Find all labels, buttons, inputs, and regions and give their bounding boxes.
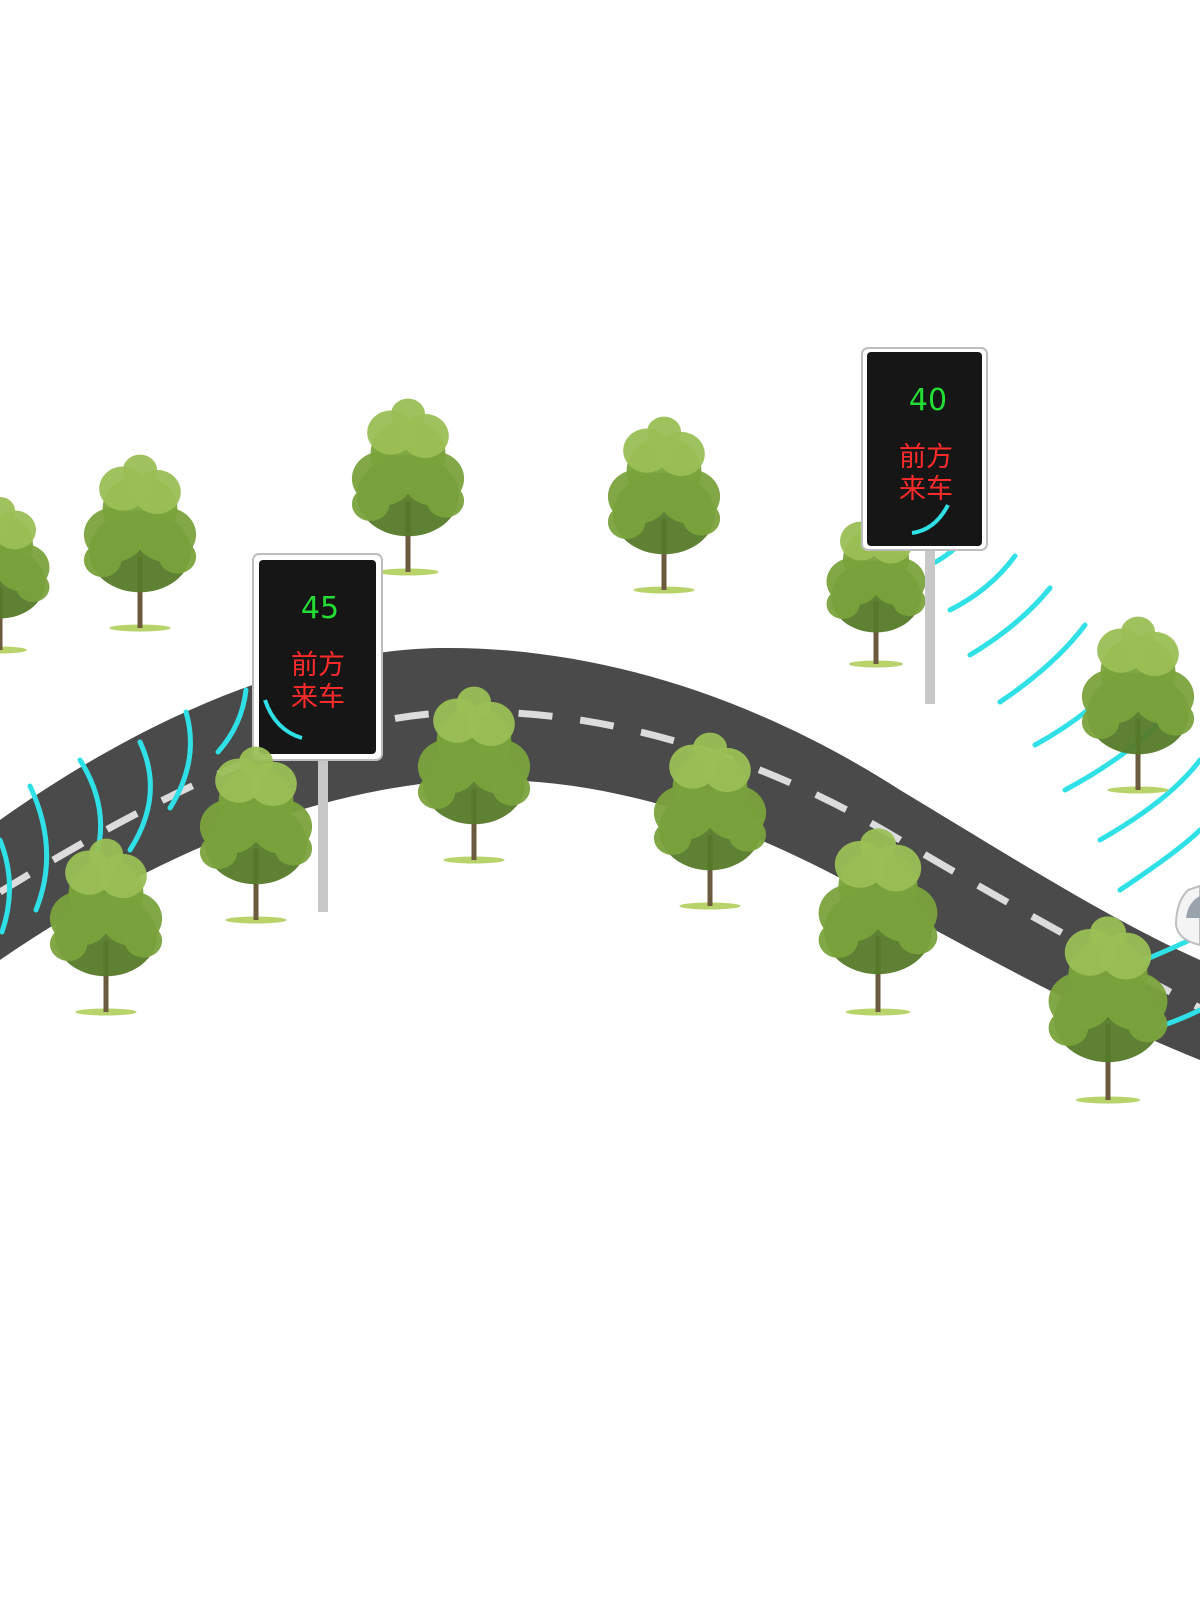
tree-icon (49, 838, 163, 1016)
sign-left-warning-line2: 来车 (291, 682, 345, 713)
car-icon (1174, 884, 1200, 947)
tree-foliage (826, 589, 860, 619)
radar-wave-icon (1097, 757, 1200, 843)
tree-foliage (83, 543, 122, 577)
radar-wave-icon (167, 709, 193, 811)
tree-foliage (274, 831, 313, 866)
car-window (1186, 896, 1200, 918)
tree-foliage (124, 923, 163, 958)
tree-foliage (199, 835, 238, 869)
radar-wave-icon (997, 622, 1088, 705)
sign-right: 40 前方 来车 (861, 347, 988, 551)
tree-foliage (123, 454, 157, 486)
tree-icon (351, 398, 465, 576)
trees-front-row (49, 616, 1195, 1104)
tree-foliage (728, 817, 767, 852)
tree-foliage (693, 732, 727, 764)
lane-marking (0, 708, 1200, 1012)
tree-foliage (417, 775, 456, 809)
radar-wave-icon (911, 504, 950, 535)
tree-foliage (239, 746, 273, 778)
tree-trunk (0, 587, 3, 650)
tree-foliage (426, 483, 465, 518)
tree-icon (826, 511, 926, 668)
tree-icon (1048, 916, 1168, 1104)
tree-foliage (1090, 916, 1126, 949)
sign-right-warning-line2: 来车 (899, 474, 953, 505)
radar-wave-icon (967, 585, 1053, 658)
tree-foliage (1121, 616, 1155, 648)
tree-icon (83, 454, 197, 632)
tree-foliage (351, 487, 390, 521)
radar-waves-left (0, 687, 249, 935)
tree-icon (417, 686, 531, 864)
radar-wave-icon (127, 739, 153, 853)
radar-wave-icon (0, 837, 12, 935)
tree-foliage (1127, 1006, 1168, 1043)
tree-foliage (897, 918, 938, 955)
radar-wave-icon (263, 699, 303, 740)
radar-wave-icon (1117, 827, 1200, 893)
sign-right-warning-line1: 前方 (899, 442, 953, 473)
tree-foliage (16, 572, 50, 602)
tree-foliage (0, 497, 15, 524)
tree-foliage (49, 927, 88, 961)
sign-left-warning-line1: 前方 (291, 650, 345, 681)
radar-wave-icon (215, 687, 249, 755)
sign-poles (318, 548, 935, 912)
sign-right-speed: 40 (909, 383, 947, 418)
tree-foliage (391, 398, 425, 430)
tree-foliage (647, 416, 681, 448)
sign-pole-right (925, 548, 935, 704)
tree-foliage (682, 501, 721, 536)
tree-foliage (818, 922, 859, 958)
tree-foliage (1081, 705, 1120, 739)
tree-foliage (607, 505, 646, 539)
sign-pole-left (318, 752, 328, 912)
tree-icon (199, 746, 313, 924)
tree-foliage (457, 686, 491, 718)
tree-foliage (1048, 1010, 1089, 1046)
radar-wave-icon (27, 783, 50, 913)
tree-foliage (892, 586, 926, 616)
tree-foliage (492, 771, 531, 806)
tree-icon (818, 828, 938, 1016)
tree-icon (0, 497, 50, 654)
tree-foliage (653, 821, 692, 855)
trees-back-row (0, 398, 926, 668)
tree-foliage (89, 838, 123, 870)
tree-foliage (1156, 701, 1195, 736)
tree-foliage (158, 539, 197, 574)
tree-foliage (860, 828, 896, 861)
tree-icon (607, 416, 721, 594)
radar-wave-icon (947, 553, 1018, 613)
tree-icon (653, 732, 767, 910)
tree-grass (0, 646, 27, 654)
tree-icon (1081, 616, 1195, 794)
sign-left-speed: 45 (301, 591, 339, 626)
sign-left-face (259, 560, 376, 754)
tree-trunk (875, 936, 881, 1012)
sign-right-face (867, 352, 982, 546)
sign-left: 45 前方 来车 (252, 553, 383, 761)
